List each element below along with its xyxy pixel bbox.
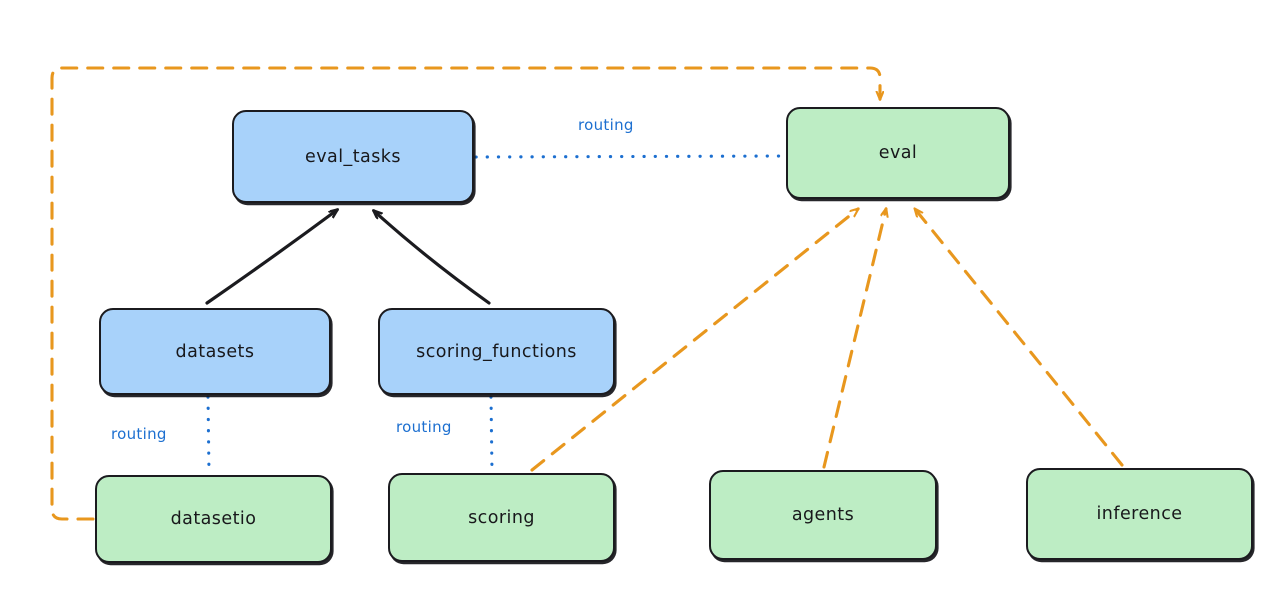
node-scoring[interactable]: scoring [388, 473, 615, 562]
node-inference[interactable]: inference [1026, 468, 1253, 560]
node-eval-tasks-label: eval_tasks [305, 146, 401, 167]
edge-datasets-to-datasetio [206, 395, 211, 475]
edge-label-routing-datasetio: routing [111, 425, 167, 443]
edge-scoring-to-eval [530, 207, 858, 472]
node-datasets[interactable]: datasets [99, 308, 331, 395]
node-datasets-label: datasets [175, 341, 255, 362]
node-inference-label: inference [1096, 504, 1183, 524]
node-eval-tasks[interactable]: eval_tasks [232, 110, 474, 203]
edge-scoring-functions-to-eval-tasks [374, 211, 491, 305]
edge-label-routing-eval: routing [578, 116, 634, 134]
node-scoring-functions[interactable]: scoring_functions [378, 308, 615, 395]
edge-label-routing-scoring: routing [396, 418, 452, 436]
node-datasetio-label: datasetio [170, 509, 257, 529]
edge-datasetio-to-eval [50, 66, 880, 521]
node-agents-label: agents [791, 505, 855, 525]
node-scoring-label: scoring [468, 507, 535, 528]
node-eval[interactable]: eval [786, 107, 1010, 199]
node-agents[interactable]: agents [709, 470, 937, 560]
node-scoring-functions-label: scoring_functions [416, 341, 577, 362]
edge-datasets-to-eval-tasks [205, 210, 337, 305]
edge-scoring-functions-to-scoring [489, 395, 494, 473]
node-eval-label: eval [878, 143, 918, 163]
node-datasetio[interactable]: datasetio [95, 475, 332, 563]
edge-agents-to-eval [822, 209, 886, 469]
edge-inference-to-eval [915, 209, 1124, 467]
edge-eval-tasks-to-eval [474, 154, 786, 159]
